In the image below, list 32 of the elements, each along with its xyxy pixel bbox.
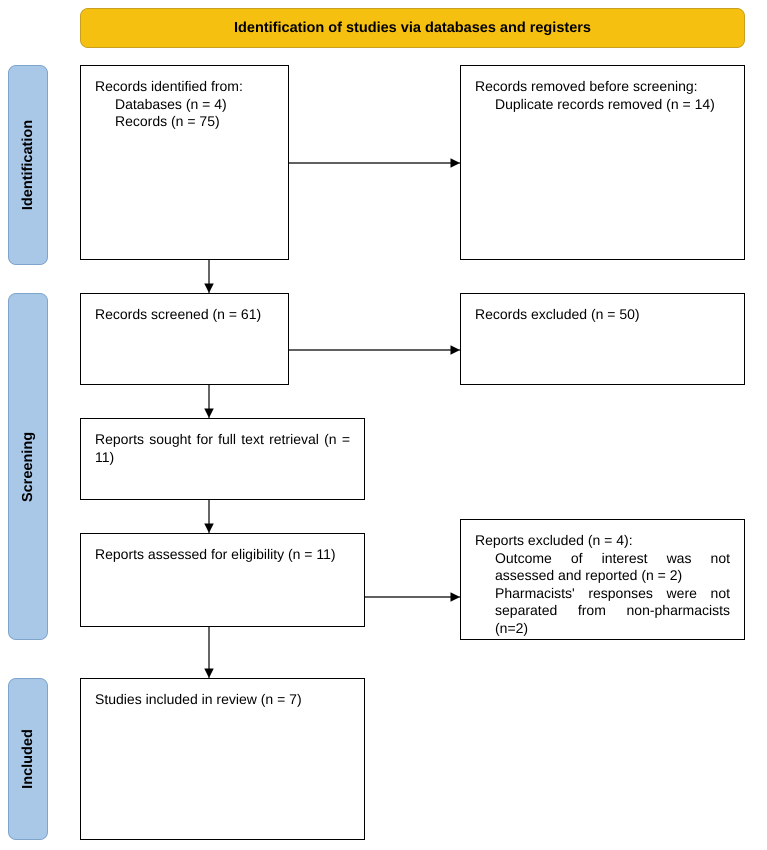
process-box	[460, 519, 745, 640]
phase-label: Screening	[8, 293, 48, 640]
box-text: Databases (n = 4)	[114, 96, 228, 113]
box-text: Records removed before screening:	[475, 78, 699, 96]
arrow	[204, 260, 214, 293]
box-text: Studies included in review (n = 7)	[95, 691, 303, 708]
arrow	[289, 158, 460, 168]
process-box	[460, 65, 745, 260]
box-text: Duplicate records removed (n = 14)	[494, 96, 716, 113]
process-box	[80, 678, 365, 840]
section-header: Identification of studies via databases and registers	[80, 8, 745, 48]
box-text: Records (n = 75)	[114, 113, 221, 130]
box-text: Records excluded (n = 50)	[475, 306, 641, 324]
process-box	[80, 418, 365, 500]
process-box	[80, 293, 289, 385]
box-text: Records identified from:	[95, 78, 244, 96]
arrow	[289, 345, 460, 355]
process-box	[80, 65, 289, 260]
arrow	[204, 385, 214, 418]
phase-label: Identification	[8, 65, 48, 265]
box-text: Pharmacists' responses were not separated from non-pharmacists (n=2)	[494, 584, 730, 637]
arrow	[204, 627, 214, 678]
box-text: Records screened (n = 61)	[95, 306, 262, 324]
phase-label: Included	[8, 678, 48, 840]
process-box	[460, 293, 745, 385]
arrow	[204, 500, 214, 533]
process-box	[80, 533, 365, 627]
box-text: Reports sought for full text retrieval (n = 11)	[95, 431, 350, 466]
box-text: Outcome of interest was not assessed and reported (n = 2)	[494, 550, 730, 584]
box-text: Reports assessed for eligibility (n = 11)	[95, 546, 337, 564]
arrow	[365, 592, 460, 602]
box-text: Reports excluded (n = 4):	[475, 532, 634, 550]
